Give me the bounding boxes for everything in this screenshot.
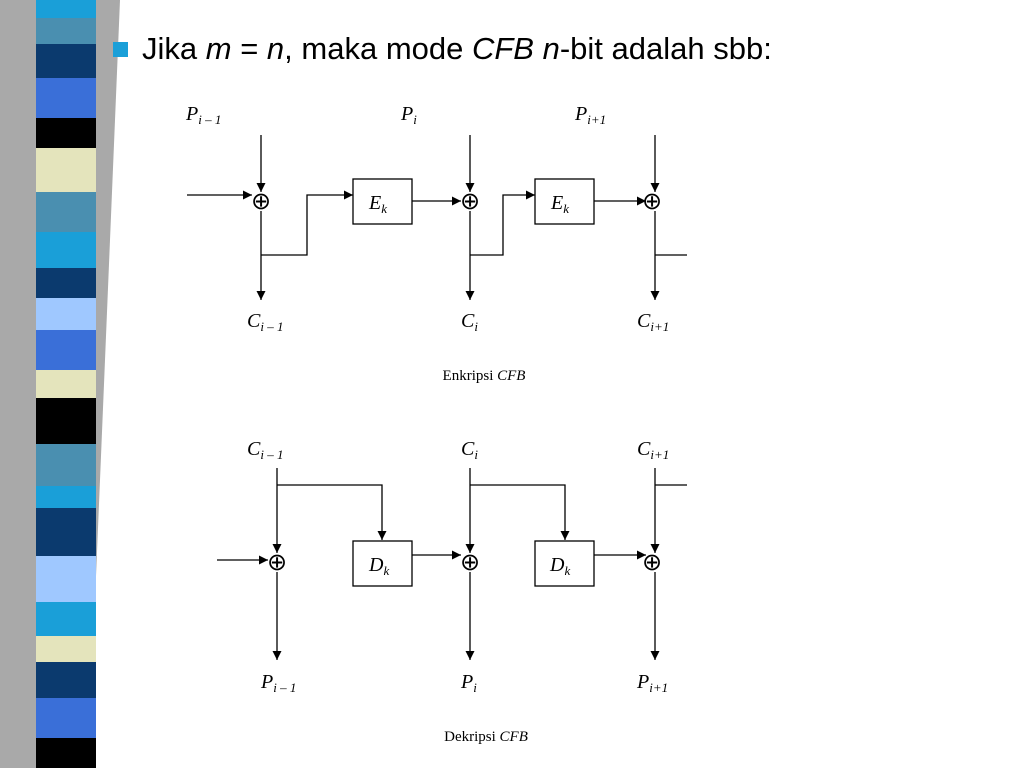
enc-output-label-1: Ci – 1 xyxy=(247,310,283,334)
bullet-prefix: Jika xyxy=(142,31,206,66)
bullet-equals: = xyxy=(231,31,267,66)
dec-input-label-1: Ci – 1 xyxy=(247,438,283,462)
enc-output-label-3: Ci+1 xyxy=(637,310,669,334)
enc-xor-icon-1: ⊕ xyxy=(251,189,271,215)
enc-box-label-1: Ek xyxy=(368,192,387,216)
enc-feedback-path-1 xyxy=(261,190,353,256)
dec-caption: Dekripsi CFB xyxy=(444,729,528,745)
encryption-diagram xyxy=(187,135,687,300)
dec-output-label-2: Pi xyxy=(460,671,477,695)
dec-xor-icon-2: ⊕ xyxy=(460,550,480,576)
dec-output-label-3: Pi+1 xyxy=(636,671,668,695)
bullet-var-n: n xyxy=(266,31,285,66)
bullet-square-icon xyxy=(113,41,128,57)
dec-box-2 xyxy=(534,540,595,587)
dec-xor-icon-3: ⊕ xyxy=(642,550,662,576)
enc-input-label-1: Pi – 1 xyxy=(185,103,221,127)
enc-xor-icon-3: ⊕ xyxy=(642,189,662,215)
enc-input-label-3: Pi+1 xyxy=(574,103,606,127)
bullet-middle: , maka mode xyxy=(284,31,472,66)
dec-input-label-2: Ci xyxy=(461,438,478,462)
bullet-suffix: -bit adalah sbb: xyxy=(559,31,772,66)
dec-input-label-3: Ci+1 xyxy=(637,438,669,462)
dec-xor-icon-1: ⊕ xyxy=(267,550,287,576)
enc-xor-icon-2: ⊕ xyxy=(460,189,480,215)
dec-output-label-1: Pi – 1 xyxy=(260,671,296,695)
dec-box-label-1: Dk xyxy=(368,554,389,578)
enc-input-label-2: Pi xyxy=(400,103,417,127)
enc-output-label-2: Ci xyxy=(461,310,478,334)
dec-feedback-path-2 xyxy=(470,484,570,540)
bullet-var-n2: n xyxy=(542,31,560,66)
enc-feedback-path-2 xyxy=(470,190,535,256)
bullet-cfb: CFB xyxy=(471,31,534,66)
dec-feedback-path-1 xyxy=(277,484,387,540)
dec-box-1 xyxy=(352,540,413,587)
bullet-heading: Jika m = n , maka mode CFB n -bit adalah… xyxy=(113,27,772,71)
enc-box-1 xyxy=(352,178,413,225)
bullet-var-m: m xyxy=(205,31,232,66)
enc-caption: Enkripsi CFB xyxy=(443,368,526,384)
dec-box-label-2: Dk xyxy=(549,554,570,578)
enc-box-label-2: Ek xyxy=(550,192,569,216)
enc-box-2 xyxy=(534,178,595,225)
decryption-diagram xyxy=(217,468,687,660)
decorative-stripe-bar xyxy=(0,0,120,768)
